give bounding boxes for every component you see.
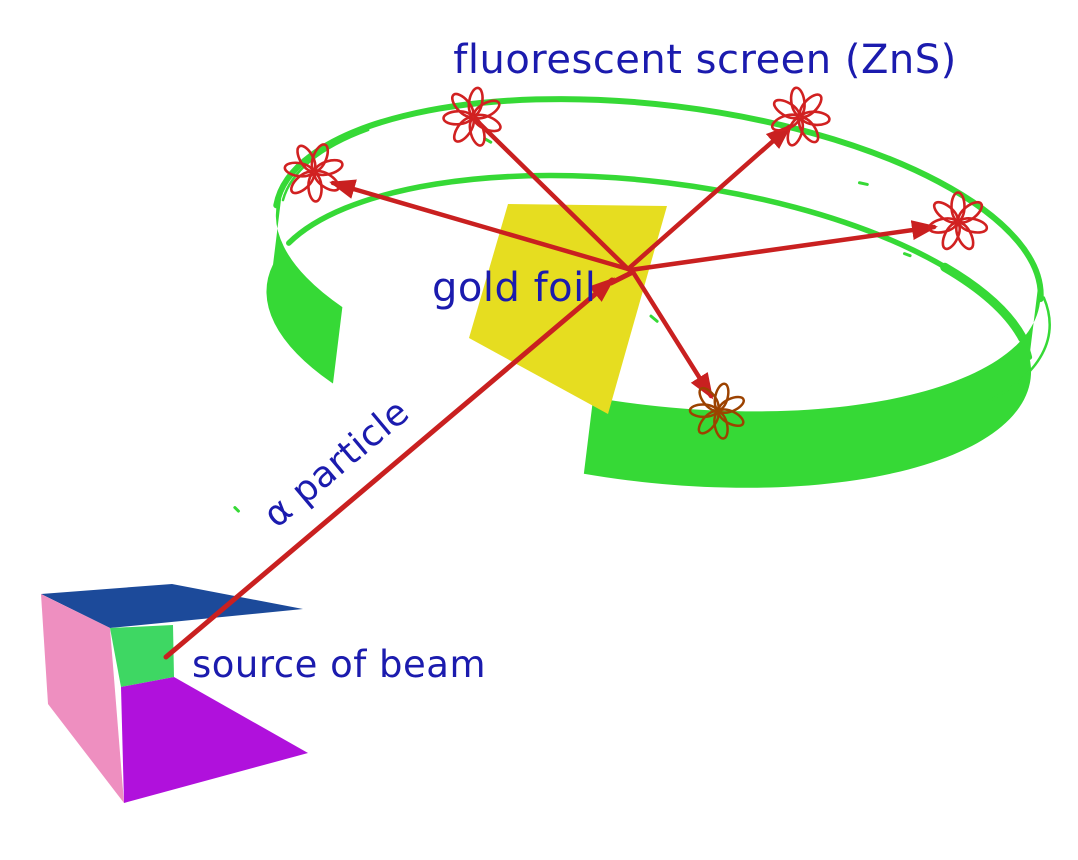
beam-source-box <box>41 584 308 803</box>
screen-band-front <box>583 280 1041 488</box>
box-bottom-face <box>121 677 308 803</box>
paint-speck <box>233 506 240 513</box>
screen-back-rim-outer <box>273 96 1044 303</box>
gold-foil-label: gold foil <box>432 265 597 311</box>
beam-vertex-link <box>608 269 636 286</box>
screen-sketch-accent <box>986 296 1051 403</box>
scintillation-flash-3 <box>273 132 355 212</box>
paint-speck <box>857 181 869 186</box>
source-of-beam-label: source of beam <box>192 643 487 686</box>
title-fluorescent-screen: fluorescent screen (ZnS) <box>453 37 957 83</box>
box-aperture-face <box>110 625 174 687</box>
scattered-ray-upper-left <box>473 117 631 272</box>
screen-band-left <box>266 187 343 384</box>
scattered-ray-lower-right <box>630 269 714 400</box>
paint-speck <box>649 314 659 323</box>
scattered-ray-left <box>329 179 631 272</box>
scattered-ray-right <box>627 220 938 273</box>
alpha-beam-arrow <box>163 277 616 660</box>
box-left-face <box>41 594 124 803</box>
scintillation-flash-4 <box>926 191 990 253</box>
box-top-face <box>41 584 303 628</box>
paint-speck <box>902 252 912 258</box>
screen-sketch-accent <box>281 128 370 202</box>
scattered-ray-upper-right <box>625 124 792 272</box>
screen-sketch-accent <box>940 262 1028 343</box>
